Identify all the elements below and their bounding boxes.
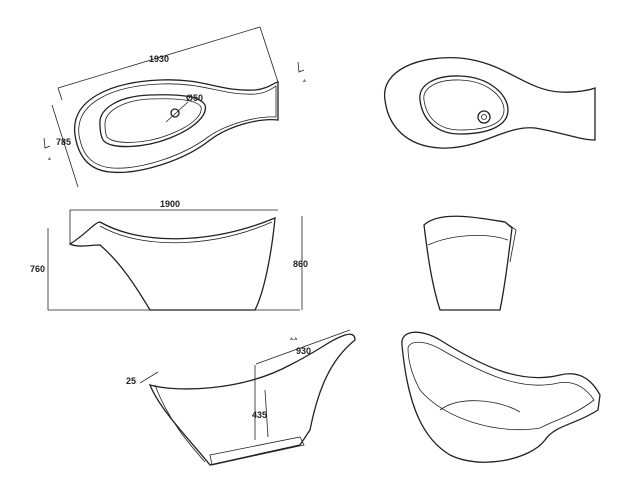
dim-785: 785 bbox=[56, 137, 71, 147]
section-mark-left: A bbox=[48, 156, 51, 161]
perspective-floor bbox=[439, 400, 521, 413]
drain-circle bbox=[170, 108, 180, 118]
section-view: A-A 930 25 435 bbox=[126, 329, 356, 466]
end-view bbox=[423, 215, 517, 311]
section-arrow-right bbox=[297, 61, 305, 73]
basin-outline bbox=[99, 94, 207, 148]
dim-line-1930 bbox=[57, 26, 261, 89]
dim-435: 435 bbox=[252, 410, 267, 420]
side-outline bbox=[68, 216, 276, 311]
end-rim bbox=[427, 235, 509, 246]
dim-drain: Ø50 bbox=[186, 93, 203, 103]
drain-outer bbox=[477, 110, 491, 124]
ext-line bbox=[259, 26, 279, 83]
dim-760: 760 bbox=[30, 264, 45, 274]
basin-inner bbox=[423, 79, 505, 131]
drain-inner bbox=[481, 114, 487, 120]
dim-1900: 1900 bbox=[160, 199, 180, 209]
section-title: A-A bbox=[290, 336, 297, 341]
side-view: 1900 760 860 bbox=[30, 199, 308, 311]
dim-1930: 1930 bbox=[149, 54, 169, 64]
dim-line-930 bbox=[255, 329, 351, 365]
top-view-dimensioned: 1930 Ø50 785 A A bbox=[43, 26, 306, 188]
section-wall bbox=[154, 384, 206, 463]
end-back bbox=[504, 221, 517, 263]
section-mark-right: A bbox=[303, 78, 306, 83]
top-view-plain bbox=[384, 56, 596, 149]
tub-outline bbox=[384, 56, 596, 149]
section-floor bbox=[209, 436, 305, 466]
dim-930: 930 bbox=[296, 346, 311, 356]
basin-outline bbox=[419, 75, 509, 135]
side-rim bbox=[99, 221, 273, 244]
dim-line-785 bbox=[51, 104, 79, 188]
dim-25: 25 bbox=[126, 376, 136, 386]
tub-rim bbox=[78, 83, 277, 169]
section-arrow-left bbox=[43, 137, 51, 149]
basin-inner bbox=[104, 98, 202, 143]
dim-line-25 bbox=[139, 371, 159, 384]
drain-leader bbox=[165, 101, 189, 123]
dim-860: 860 bbox=[293, 259, 308, 269]
perspective-outline bbox=[401, 331, 601, 463]
perspective-rim bbox=[407, 341, 595, 431]
end-outline bbox=[423, 215, 513, 311]
perspective-view bbox=[401, 331, 601, 463]
ext-line bbox=[57, 87, 63, 101]
dim-line-435 bbox=[264, 389, 269, 438]
section-outline bbox=[148, 333, 356, 466]
